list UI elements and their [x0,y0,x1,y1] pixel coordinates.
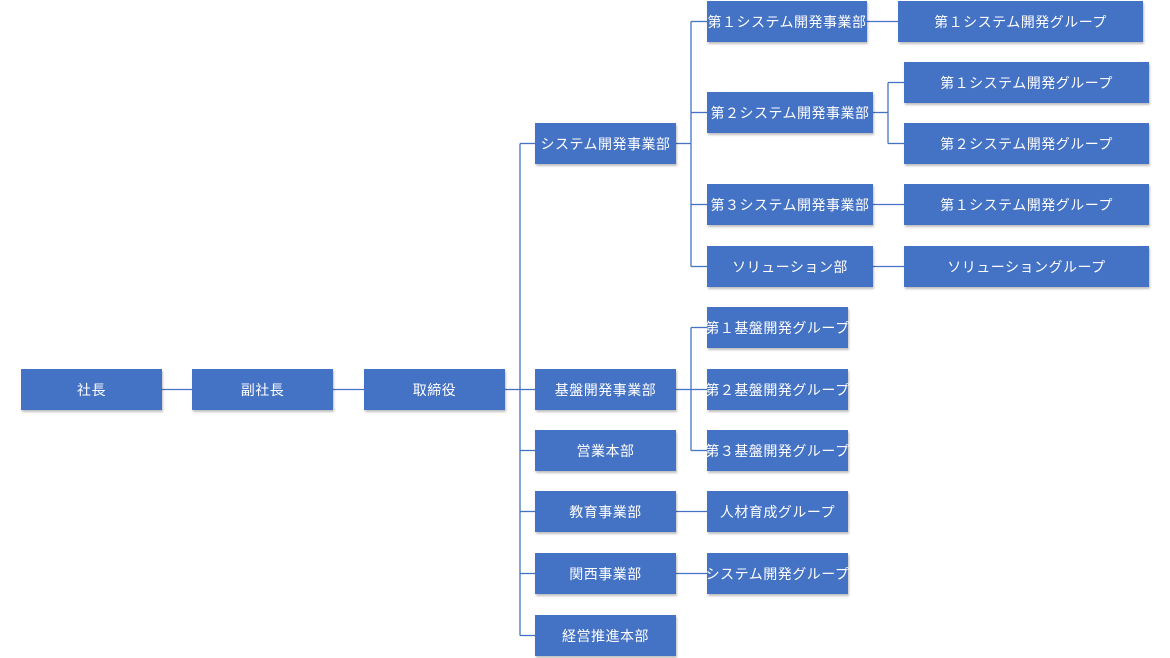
org-node-sys-dev-3-g1: 第１システム開発グループ [904,184,1149,225]
org-node-sys-dev-2-g1: 第１システム開発グループ [904,62,1149,103]
org-node-sys-dev-1: 第１システム開発事業部 [707,1,867,42]
org-node-mgmt: 経営推進本部 [535,615,676,656]
org-node-vice-president: 副社長 [192,369,333,410]
org-node-president: 社長 [21,369,162,410]
org-node-infra-g2: 第２基盤開発グループ [705,369,849,410]
org-node-infra-div: 基盤開発事業部 [535,369,676,410]
org-node-kansai-sys-g: システム開発グループ [706,553,849,594]
org-node-director: 取締役 [364,369,505,410]
org-node-sys-dev-2: 第２システム開発事業部 [707,92,873,133]
org-node-education: 教育事業部 [535,491,676,532]
org-node-sys-dev-1-g1: 第１システム開発グループ [898,1,1143,42]
org-node-kansai: 関西事業部 [535,553,676,594]
org-node-sys-dev-div: システム開発事業部 [535,123,676,164]
org-node-sys-dev-2-g2: 第２システム開発グループ [904,123,1149,164]
org-node-solution: ソリューション部 [707,246,873,287]
org-node-hr-dev-g: 人材育成グループ [707,491,848,532]
org-node-infra-g3: 第３基盤開発グループ [705,430,849,471]
org-node-sales: 営業本部 [535,430,676,471]
org-node-solution-g: ソリューショングループ [904,246,1149,287]
org-node-sys-dev-3: 第３システム開発事業部 [707,184,873,225]
org-node-infra-g1: 第１基盤開発グループ [705,307,849,348]
